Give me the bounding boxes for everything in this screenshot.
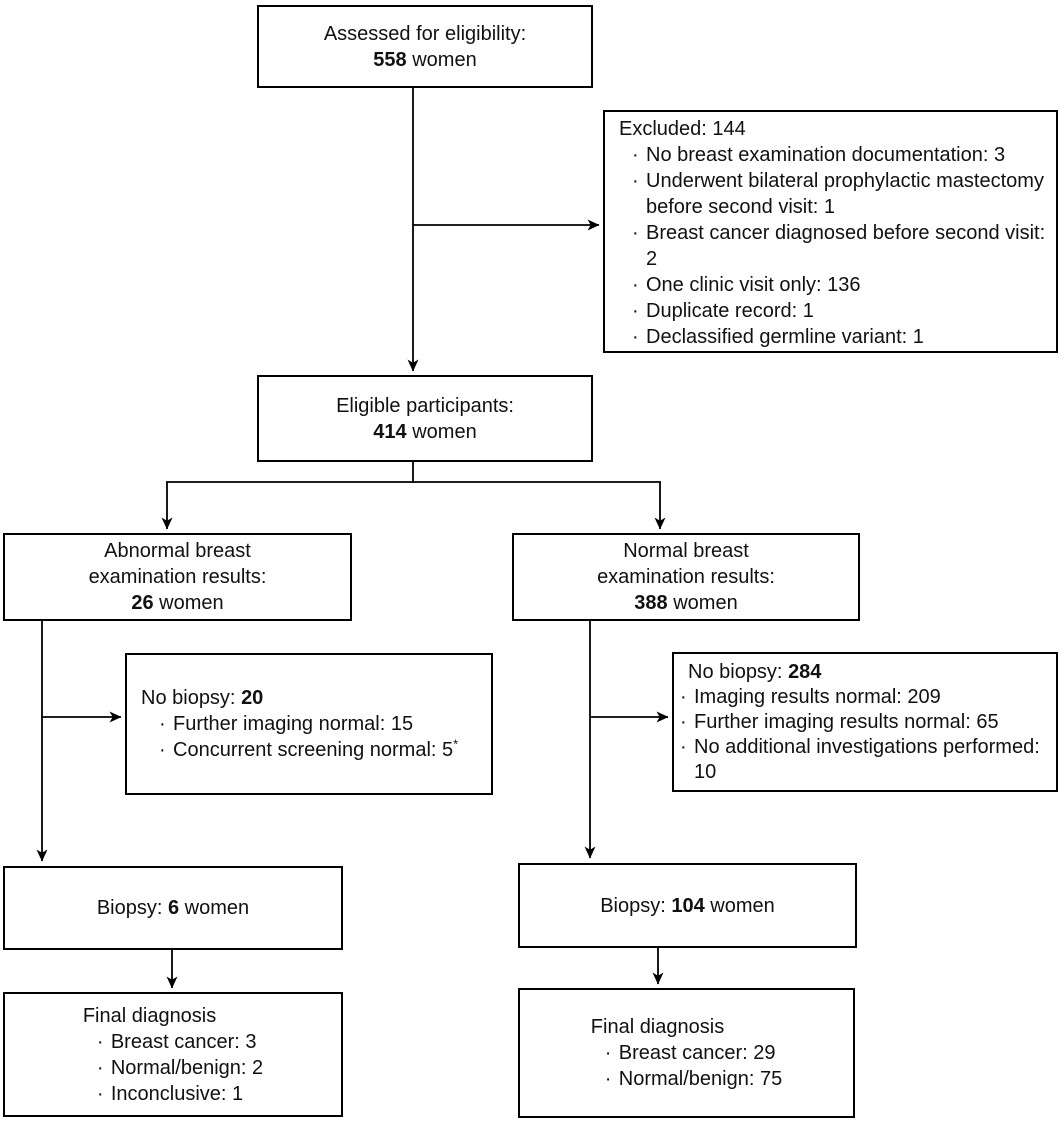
box-no-biopsy-abnormal: No biopsy: 20 · Further imaging normal: … [125,653,493,795]
final-normal-item-text: Normal/benign: 75 [618,1068,783,1090]
biopsy-abnormal-label: Biopsy: [96,897,168,919]
final-abnormal-content: Final diagnosis · Breast cancer: 3 · Nor… [83,1003,263,1107]
no-biopsy-abnormal-item-text: Further imaging normal: 15 [173,713,414,735]
bullet-dot: · [632,144,639,166]
excluded-item-text: Declassified germline variant: 1 [646,326,924,348]
bullet-dot: · [96,1030,104,1053]
no-biopsy-abnormal-item-label: Concurrent screening normal: 5 [173,739,454,761]
excluded-item: · Breast cancer diagnosed before second … [632,220,1048,272]
bullet-dot: · [632,300,639,322]
eligible-suffix: women [406,420,477,443]
biopsy-abnormal-line: Biopsy: 6 women [97,895,249,921]
bullet-dot: · [159,739,166,761]
final-normal-content: Final diagnosis · Breast cancer: 29 · No… [591,1014,782,1092]
no-biopsy-normal-heading: No biopsy: 284 [680,660,1048,685]
bullet-dot: · [680,710,687,733]
biopsy-normal-count: 104 [671,894,705,917]
bullet-dot: · [159,713,166,735]
normal-count: 388 [634,592,668,614]
box-no-biopsy-normal: No biopsy: 284 · Imaging results normal:… [672,652,1058,792]
abnormal-line1: Abnormal breast [104,540,251,562]
eligible-title: Eligible participants: [336,394,514,417]
final-abnormal-item: · Inconclusive: 1 [97,1081,263,1107]
bullet-dot: · [632,274,639,296]
no-biopsy-normal-item: · Further imaging results normal: 65 [680,710,1048,735]
final-abnormal-title: Final diagnosis [82,1004,217,1027]
final-normal-item: · Breast cancer: 29 [605,1040,782,1066]
biopsy-normal-label: Biopsy: [600,894,672,917]
abnormal-line2: examination results: [88,566,267,588]
box-abnormal-exam: Abnormal breast examination results: 26 … [3,533,352,621]
bullet-dot: · [680,685,687,708]
excluded-title: Excluded: 144 [619,118,746,140]
final-abnormal-item: · Normal/benign: 2 [97,1055,263,1081]
excluded-item-text: One clinic visit only: 136 [646,274,861,296]
biopsy-normal-suffix: women [704,894,775,917]
no-biopsy-normal-count: 284 [788,660,822,683]
bullet-dot: · [96,1056,104,1079]
excluded-item: · Duplicate record: 1 [632,298,1048,324]
normal-suffix: women [667,592,738,614]
biopsy-abnormal-suffix: women [179,897,250,919]
no-biopsy-normal-item-text: Imaging results normal: 209 [694,685,941,708]
assessed-count: 558 [373,48,407,71]
box-eligible-participants: Eligible participants: 414 women [257,375,593,462]
no-biopsy-abnormal-item: · Concurrent screening normal: 5* [159,737,483,763]
bullet-dot: · [604,1042,612,1064]
box-biopsy-normal: Biopsy: 104 women [518,863,857,948]
assessed-count-line: 558 women [373,47,476,73]
bullet-dot: · [632,170,639,192]
bullet-dot: · [96,1082,104,1105]
no-biopsy-abnormal-item: · Further imaging normal: 15 [159,711,483,737]
abnormal-suffix: women [153,592,224,614]
excluded-item-text: No breast examination documentation: 3 [646,144,1006,166]
no-biopsy-normal-label: No biopsy: [688,660,789,683]
excluded-item: · Declassified germline variant: 1 [632,324,1048,350]
excluded-item: · One clinic visit only: 136 [632,272,1048,298]
final-abnormal-item-text: Inconclusive: 1 [110,1082,244,1105]
no-biopsy-normal-item-text: Further imaging results normal: 65 [694,710,999,733]
excluded-item: · No breast examination documentation: 3 [632,142,1048,168]
biopsy-abnormal-count: 6 [168,897,180,919]
eligible-count: 414 [373,420,407,443]
box-assessed-eligibility: Assessed for eligibility: 558 women [257,5,593,88]
normal-line1: Normal breast [623,540,749,562]
biopsy-normal-line: Biopsy: 104 women [600,893,775,919]
box-final-diagnosis-abnormal: Final diagnosis · Breast cancer: 3 · Nor… [3,992,343,1117]
normal-count-line: 388 women [634,590,737,616]
no-biopsy-normal-item-text: No additional investigations performed: … [694,735,1040,783]
no-biopsy-abnormal-heading: No biopsy: 20 [141,685,483,711]
excluded-item-text: Duplicate record: 1 [646,300,814,322]
bullet-dot: · [680,735,687,758]
abnormal-count: 26 [131,592,154,614]
final-normal-item-text: Breast cancer: 29 [618,1042,776,1064]
no-biopsy-abnormal-item-text: Concurrent screening normal: 5* [173,737,483,763]
excluded-item: · Underwent bilateral prophylactic maste… [632,168,1048,220]
eligible-count-line: 414 women [373,419,476,445]
no-biopsy-abnormal-label: No biopsy: [141,687,242,709]
footnote-asterisk: * [453,736,459,752]
final-abnormal-item-text: Breast cancer: 3 [110,1030,257,1053]
bullet-dot: · [632,326,639,348]
no-biopsy-normal-item: · No additional investigations performed… [680,735,1048,785]
box-final-diagnosis-normal: Final diagnosis · Breast cancer: 29 · No… [518,988,855,1118]
box-normal-exam: Normal breast examination results: 388 w… [512,533,860,621]
final-abnormal-item: · Breast cancer: 3 [97,1029,263,1055]
final-normal-title: Final diagnosis [590,1016,725,1038]
no-biopsy-abnormal-count: 20 [241,687,264,709]
final-normal-item: · Normal/benign: 75 [605,1066,782,1092]
normal-line2: examination results: [597,566,775,588]
excluded-item-text: Breast cancer diagnosed before second vi… [646,222,1046,270]
bullet-dot: · [632,222,639,244]
final-abnormal-item-text: Normal/benign: 2 [110,1056,264,1079]
assessed-title: Assessed for eligibility: [323,22,527,45]
bullet-dot: · [604,1068,612,1090]
abnormal-count-line: 26 women [131,590,223,616]
box-biopsy-abnormal: Biopsy: 6 women [3,866,343,950]
no-biopsy-normal-item: · Imaging results normal: 209 [680,685,1048,710]
excluded-item-text: Underwent bilateral prophylactic mastect… [646,170,1044,218]
box-excluded: Excluded: 144 · No breast examination do… [603,110,1058,353]
assessed-suffix: women [406,48,477,71]
